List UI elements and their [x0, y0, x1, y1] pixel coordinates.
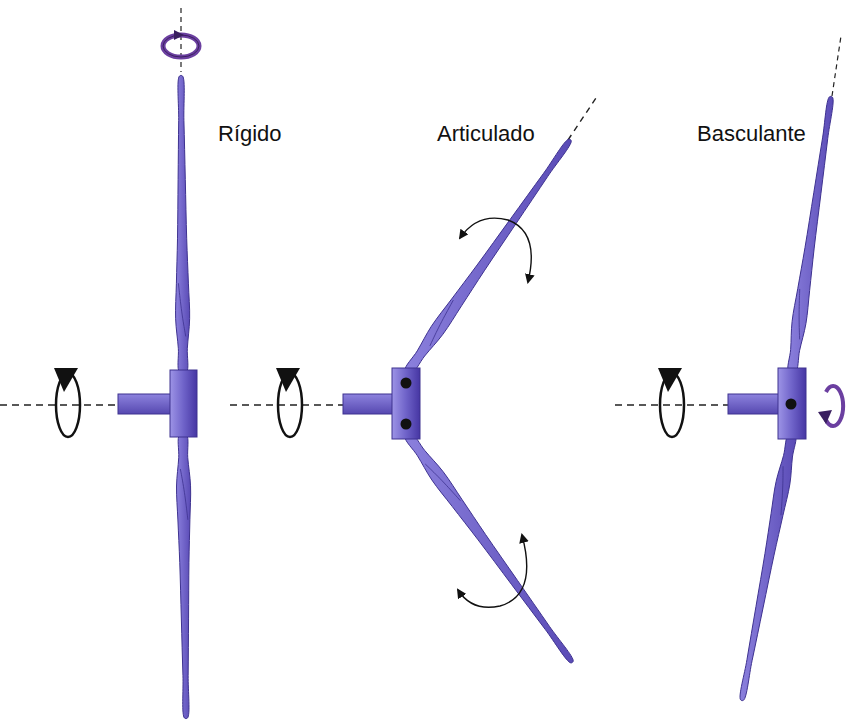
pitch-axis — [180, 8, 181, 72]
rotation-arrowhead — [658, 368, 682, 392]
hub — [170, 370, 197, 437]
rotor-type-label: Articulado — [437, 122, 535, 146]
blade-axis — [568, 98, 596, 140]
hub — [392, 368, 420, 439]
rotation-arrowhead — [54, 368, 78, 392]
shaft — [728, 394, 780, 414]
rotor-blade — [177, 434, 191, 719]
pitch-arrowhead — [174, 30, 184, 40]
blade-twist — [425, 464, 460, 501]
axis-line — [0, 404, 118, 406]
teeter-pivot — [786, 399, 797, 410]
blade-twist — [799, 289, 801, 339]
teetering-rotor — [615, 36, 843, 701]
rotation-arrowhead — [276, 368, 300, 392]
teeter-arrow — [826, 386, 843, 426]
rotor-type-label: Rígido — [218, 122, 282, 146]
hub — [778, 368, 806, 439]
articulated-rotor — [230, 98, 596, 663]
flap-arrow — [458, 535, 527, 607]
hinge — [401, 419, 412, 430]
pitch-rotation-arrow — [163, 35, 199, 57]
axis-line — [230, 404, 343, 406]
blade-axis — [832, 36, 841, 96]
rotor-type-label: Basculante — [697, 122, 806, 146]
hinge — [401, 378, 412, 389]
rotor-blade — [176, 75, 190, 373]
rotor-blade — [405, 433, 573, 663]
rotor-blade — [740, 434, 796, 701]
pitch-rotation-outline — [163, 35, 199, 57]
blade-twist — [178, 283, 185, 336]
shaft — [118, 394, 172, 414]
blade-twist — [781, 466, 783, 515]
blade-twist — [430, 300, 453, 346]
flap-arrow — [460, 218, 531, 282]
shaft — [343, 394, 394, 414]
rotor-blade — [405, 139, 571, 374]
rigid-rotor — [0, 8, 199, 719]
axis-line — [615, 404, 728, 406]
blade-twist — [180, 469, 188, 520]
teeter-arrowhead — [818, 410, 832, 424]
